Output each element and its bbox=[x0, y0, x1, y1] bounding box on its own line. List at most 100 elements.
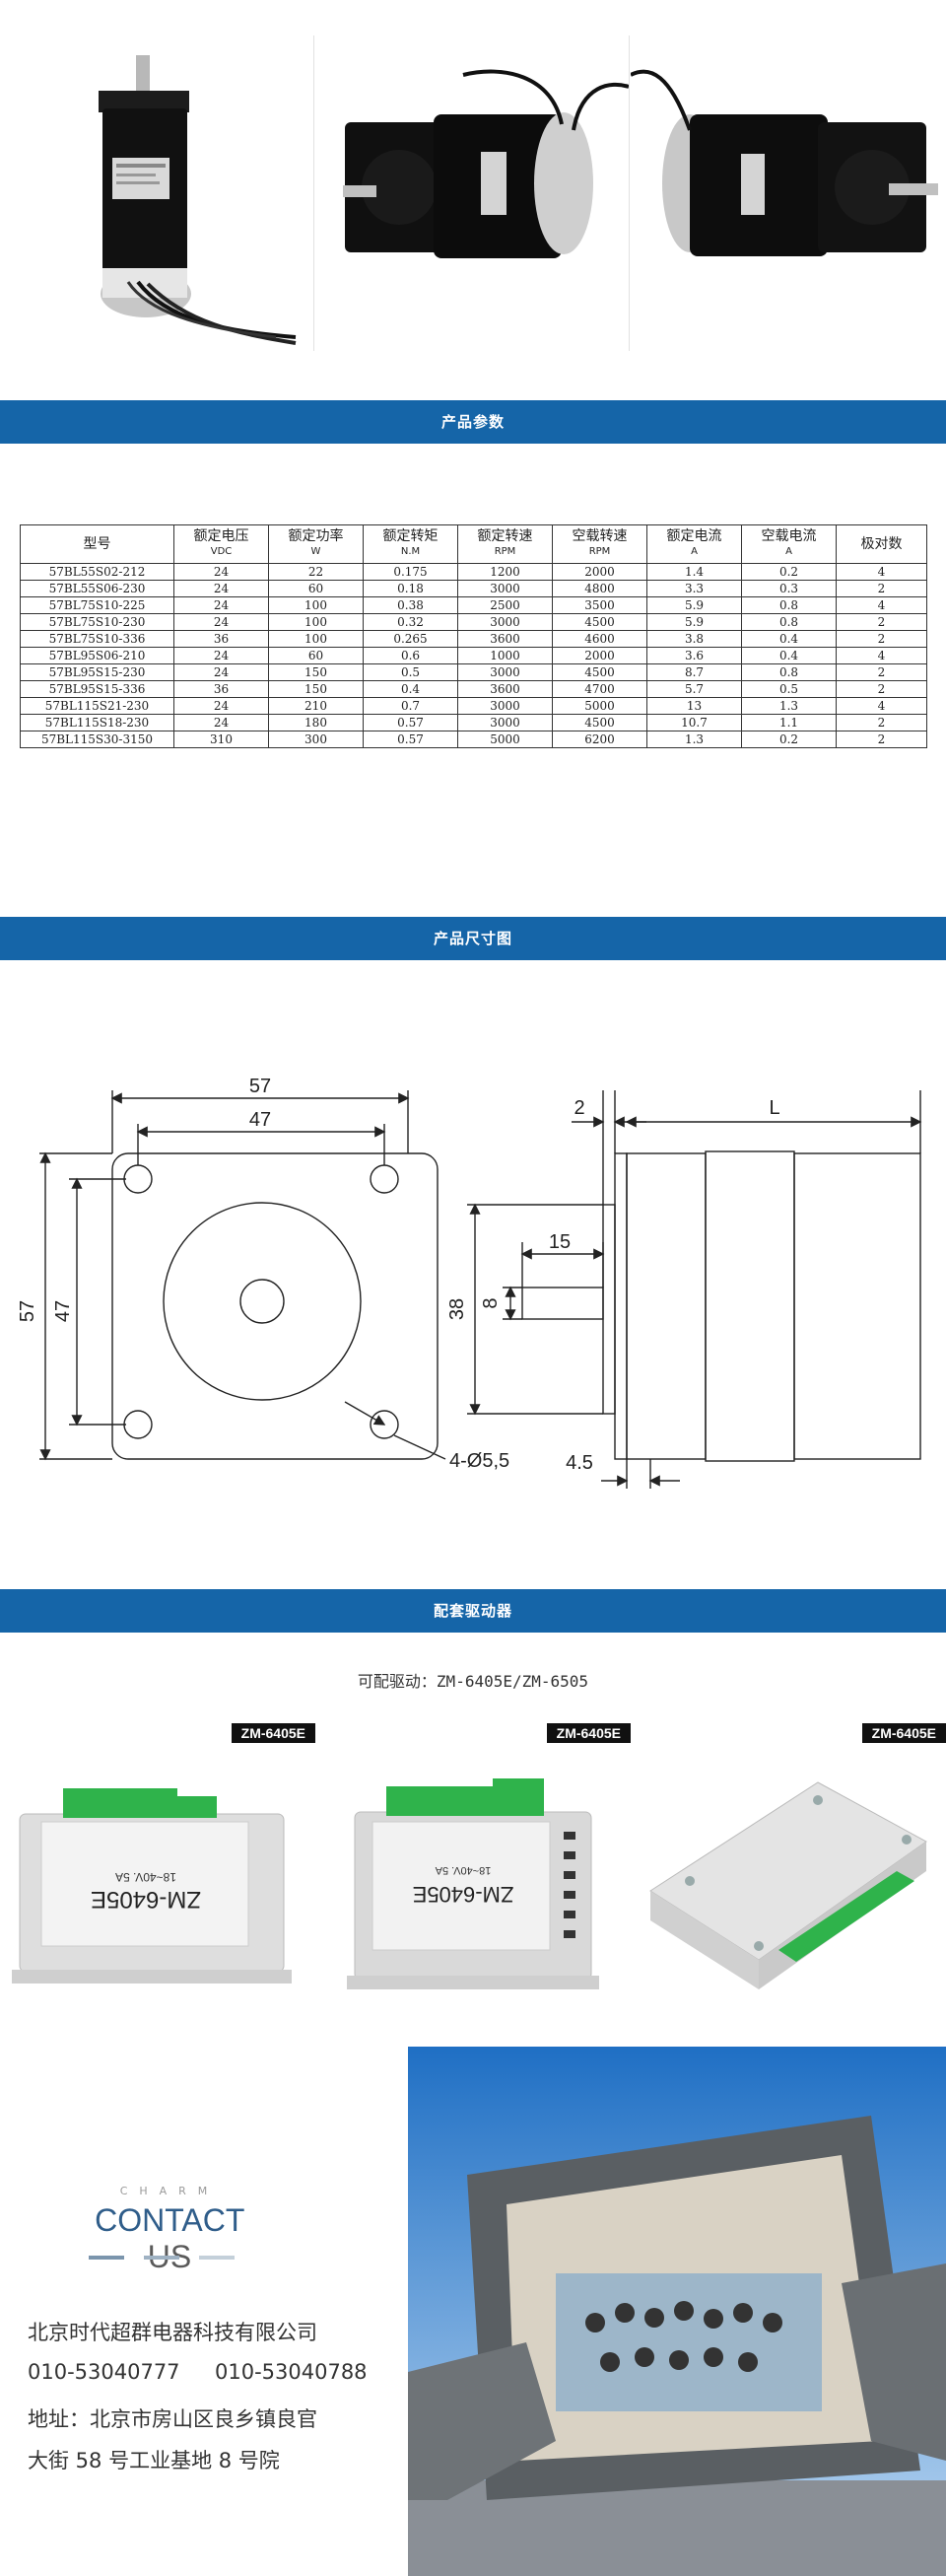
table-cell: 24 bbox=[173, 580, 269, 597]
table-cell: 8.7 bbox=[646, 663, 742, 681]
contact-phone-1: 010-53040777 bbox=[28, 2360, 180, 2384]
driver-model-tag: ZM-6405E bbox=[546, 1723, 631, 1743]
side-flange-plate bbox=[614, 1152, 628, 1460]
table-cell: 3500 bbox=[552, 596, 647, 614]
table-cell: 57BL55S02-212 bbox=[20, 563, 174, 581]
table-cell: 4800 bbox=[552, 580, 647, 597]
table-cell: 4500 bbox=[552, 714, 647, 731]
pilot-circle bbox=[163, 1202, 362, 1401]
dim-body-length: L bbox=[769, 1097, 779, 1119]
motor-photo-vertical bbox=[0, 35, 314, 351]
table-cell: 3000 bbox=[457, 580, 553, 597]
table-cell: 0.265 bbox=[363, 630, 458, 648]
table-cell: 3000 bbox=[457, 663, 553, 681]
table-cell: 57BL95S06-210 bbox=[20, 647, 174, 664]
table-cell: 60 bbox=[268, 647, 364, 664]
table-cell: 4 bbox=[836, 647, 927, 664]
table-cell: 1.3 bbox=[741, 697, 837, 715]
header-unit: W bbox=[310, 546, 321, 557]
front-view-flange bbox=[111, 1152, 439, 1460]
dim-shaft-length: 15 bbox=[549, 1231, 571, 1253]
dimension-drawing: 57 47 57 47 4-Ø5,5 2 L 15 8 38 4.5 bbox=[17, 1076, 922, 1489]
dim-shaft-diameter: 8 bbox=[480, 1297, 502, 1308]
table-cell: 1200 bbox=[457, 563, 553, 581]
table-cell: 0.32 bbox=[363, 613, 458, 631]
table-cell: 0.8 bbox=[741, 663, 837, 681]
header-label: 型号 bbox=[83, 535, 111, 552]
dim-outer-width: 57 bbox=[249, 1076, 271, 1097]
table-cell: 2500 bbox=[457, 596, 553, 614]
table-cell: 57BL75S10-336 bbox=[20, 630, 174, 648]
table-cell: 4 bbox=[836, 596, 927, 614]
table-cell: 0.2 bbox=[741, 563, 837, 581]
table-cell: 36 bbox=[173, 630, 269, 648]
table-cell: 4500 bbox=[552, 663, 647, 681]
driver-model-tag: ZM-6405E bbox=[861, 1723, 946, 1743]
mount-hole bbox=[370, 1410, 399, 1439]
table-cell: 5000 bbox=[457, 731, 553, 748]
table-cell: 0.5 bbox=[741, 680, 837, 698]
table-cell: 57BL115S21-230 bbox=[20, 697, 174, 715]
table-header-cell: 型号 bbox=[20, 524, 174, 564]
table-cell: 57BL55S06-230 bbox=[20, 580, 174, 597]
table-cell: 100 bbox=[268, 630, 364, 648]
table-cell: 3000 bbox=[457, 613, 553, 631]
table-cell: 150 bbox=[268, 663, 364, 681]
header-label: 额定电压 bbox=[193, 528, 249, 544]
table-cell: 2 bbox=[836, 613, 927, 631]
dim-hole-pitch: 47 bbox=[249, 1109, 271, 1131]
table-cell: 1.1 bbox=[741, 714, 837, 731]
dim-pilot-depth: 4.5 bbox=[566, 1452, 593, 1474]
contact-divider bbox=[199, 2256, 235, 2260]
table-cell: 0.7 bbox=[363, 697, 458, 715]
table-cell: 3.3 bbox=[646, 580, 742, 597]
table-cell: 150 bbox=[268, 680, 364, 698]
table-cell: 2 bbox=[836, 663, 927, 681]
table-cell: 0.5 bbox=[363, 663, 458, 681]
table-cell: 24 bbox=[173, 613, 269, 631]
table-cell: 5000 bbox=[552, 697, 647, 715]
header-unit: RPM bbox=[588, 546, 611, 557]
side-pilot bbox=[602, 1204, 616, 1415]
table-cell: 4500 bbox=[552, 613, 647, 631]
driver-photo-top: ZM-6405E bbox=[631, 1723, 946, 2041]
table-cell: 0.8 bbox=[741, 596, 837, 614]
table-cell: 0.18 bbox=[363, 580, 458, 597]
table-cell: 13 bbox=[646, 697, 742, 715]
table-cell: 22 bbox=[268, 563, 364, 581]
header-label: 额定转速 bbox=[477, 528, 533, 544]
table-cell: 4600 bbox=[552, 630, 647, 648]
table-cell: 0.57 bbox=[363, 731, 458, 748]
table-cell: 57BL95S15-336 bbox=[20, 680, 174, 698]
contact-address-line2: 大街 58 号工业基地 8 号院 bbox=[28, 2449, 280, 2472]
section-banner-driver: 配套驱动器 bbox=[0, 1589, 946, 1633]
table-cell: 0.175 bbox=[363, 563, 458, 581]
dim-flange-thickness: 2 bbox=[574, 1097, 584, 1119]
table-cell: 2 bbox=[836, 630, 927, 648]
dim-mount-holes: 4-Ø5,5 bbox=[449, 1450, 509, 1472]
contact-company: 北京时代超群电器科技有限公司 bbox=[28, 2321, 317, 2344]
side-shaft bbox=[521, 1287, 604, 1320]
header-label: 空载电流 bbox=[761, 528, 817, 544]
side-flange-body bbox=[626, 1152, 707, 1460]
table-cell: 0.38 bbox=[363, 596, 458, 614]
header-label: 极对数 bbox=[860, 535, 903, 552]
table-cell: 2 bbox=[836, 714, 927, 731]
section-banner-params: 产品参数 bbox=[0, 400, 946, 444]
driver-label-model: ZM-6405E bbox=[413, 1882, 514, 1907]
table-cell: 1000 bbox=[457, 647, 553, 664]
table-cell: 2 bbox=[836, 680, 927, 698]
header-unit: A bbox=[691, 546, 698, 557]
header-unit: A bbox=[785, 546, 792, 557]
driver-label-spec: 18~40V. 5A bbox=[115, 1870, 176, 1884]
table-cell: 5.9 bbox=[646, 596, 742, 614]
table-cell: 3600 bbox=[457, 630, 553, 648]
table-cell: 0.57 bbox=[363, 714, 458, 731]
driver-label-model: ZM-6405E bbox=[91, 1886, 201, 1913]
